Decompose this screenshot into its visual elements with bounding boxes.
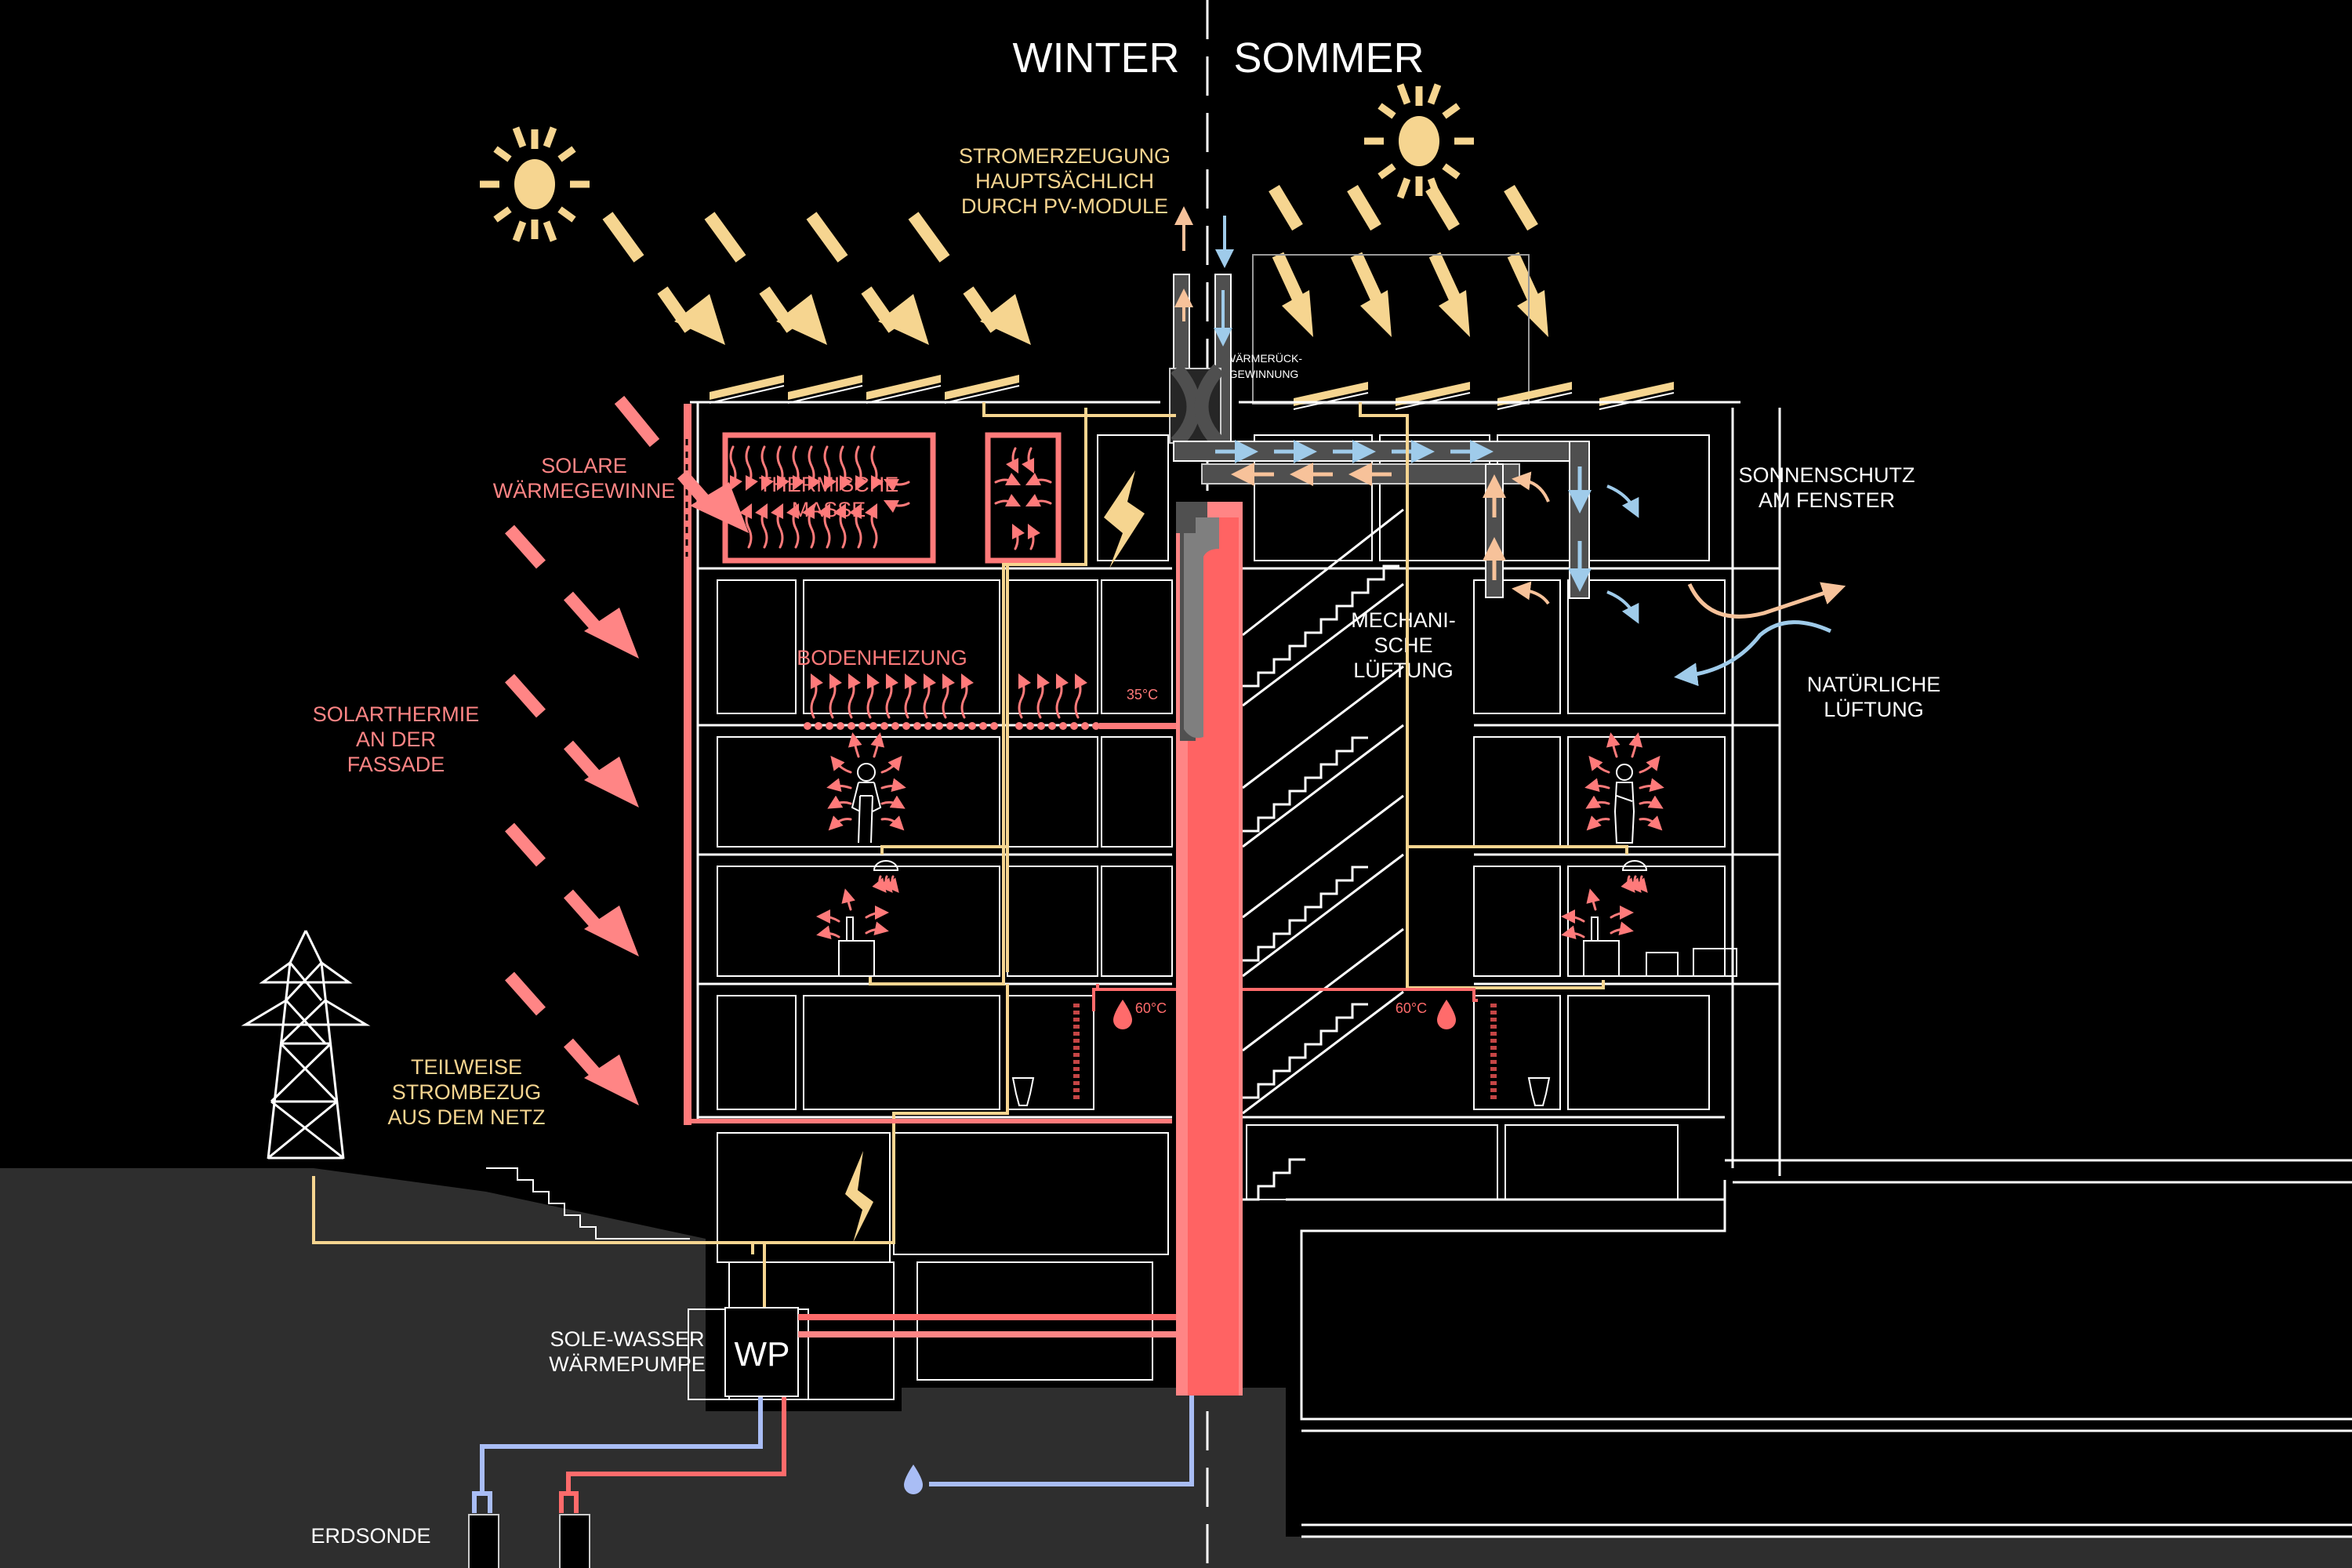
svg-text:LÜFTUNG: LÜFTUNG xyxy=(1353,659,1454,682)
heat-wave-icon xyxy=(729,445,1052,550)
power-pylon-icon xyxy=(241,930,371,1160)
pv-generation-label: STROMERZEUGUNG HAUPTSÄCHLICH DURCH PV-MO… xyxy=(959,144,1171,218)
hot-water-distribution: 60°C 60°C xyxy=(1073,988,1497,1102)
sunray-arrow-icon xyxy=(908,212,1031,345)
solar-thermal-facade-label: SOLARTHERMIE xyxy=(313,702,480,726)
svg-text:WÄRMEGEWINNE: WÄRMEGEWINNE xyxy=(493,479,676,503)
sun-icon xyxy=(1364,83,1474,199)
solar-gain-arrow-icon xyxy=(505,524,639,659)
natural-ventilation-intake-arrow xyxy=(1674,620,1832,687)
ventilation-ducts xyxy=(1169,206,1639,624)
lightning-bolt-icon xyxy=(1104,470,1145,568)
pv-module-icon xyxy=(1293,382,1369,410)
lightning-bolt-icon xyxy=(845,1151,873,1243)
sunray-arrow-icon xyxy=(806,212,929,345)
svg-text:GEWINNUNG: GEWINNUNG xyxy=(1229,368,1299,380)
sun-icon xyxy=(480,126,590,242)
sunray-arrow-icon xyxy=(704,212,827,345)
solar-gains-label: SOLARE xyxy=(541,454,627,477)
hot-water-temperature-right: 60°C xyxy=(1396,1000,1427,1016)
natural-ventilation-label: NATÜRLICHE xyxy=(1807,673,1941,696)
lamp-heat-waves xyxy=(872,875,1648,893)
person-icon xyxy=(851,763,882,844)
floor-heating-temperature: 35°C xyxy=(1127,687,1158,702)
electrical-wiring xyxy=(312,402,1628,1325)
summer-title: SOMMER xyxy=(1234,34,1425,82)
staircase xyxy=(1176,508,1404,1366)
sun-shading-label: SONNENSCHUTZ xyxy=(1738,463,1915,487)
solar-gain-arrow-icon xyxy=(505,971,639,1105)
pv-module-icon xyxy=(1497,382,1573,410)
heat-pump: WP xyxy=(688,1307,1176,1400)
svg-text:DURCH PV-MODULE: DURCH PV-MODULE xyxy=(961,194,1168,218)
ground-probe-icon xyxy=(468,1514,499,1568)
facade-solar-thermal xyxy=(684,404,1172,1125)
appliance-heat-waves xyxy=(816,888,1634,940)
svg-text:SCHE: SCHE xyxy=(1374,633,1432,657)
heat-pump-box-label: WP xyxy=(735,1335,790,1374)
thermal-mass-label: THERMISCHE xyxy=(759,473,899,496)
heat-pump-label: SOLE-WASSER xyxy=(550,1327,704,1351)
central-heat-shaft xyxy=(1176,502,1243,1396)
water-drop-icon xyxy=(1437,1000,1456,1029)
body-heat-waves xyxy=(826,732,1664,831)
ground-probes xyxy=(468,1397,786,1568)
summer-sun-rays xyxy=(1269,184,1548,337)
computer-desk-icon xyxy=(838,916,1737,977)
svg-text:AUS DEM NETZ: AUS DEM NETZ xyxy=(387,1105,545,1129)
ground-probe-label: ERDSONDE xyxy=(310,1524,430,1548)
svg-text:WÄRMEPUMPE: WÄRMEPUMPE xyxy=(549,1352,706,1376)
solar-gain-arrow-icon xyxy=(505,673,639,808)
solar-gain-arrow-icon xyxy=(614,395,749,533)
sunray-arrow-icon xyxy=(602,212,725,345)
pv-module-icon xyxy=(944,375,1020,404)
building-structure xyxy=(486,401,2352,1538)
solar-gain-arrow-icon xyxy=(505,822,639,956)
svg-text:AN DER: AN DER xyxy=(356,728,436,751)
sunray-arrow-icon xyxy=(1425,184,1470,337)
water-drop-icon xyxy=(1113,1000,1132,1029)
pv-module-icon xyxy=(1599,382,1675,410)
svg-text:FASSADE: FASSADE xyxy=(347,753,445,776)
sunray-arrow-icon xyxy=(1347,184,1392,337)
ceiling-lamp-icon xyxy=(873,860,1648,871)
thermal-mass: THERMISCHE MASSE xyxy=(722,432,1062,564)
heat-recovery-label: WÄRMERÜCK- xyxy=(1225,351,1302,365)
pv-module-icon xyxy=(1395,382,1471,410)
water-drop-icon xyxy=(904,1465,923,1494)
sunray-arrow-icon xyxy=(1504,184,1548,337)
svg-text:HAUPTSÄCHLICH: HAUPTSÄCHLICH xyxy=(975,169,1154,193)
svg-text:STROMERZEUGUNG: STROMERZEUGUNG xyxy=(959,144,1171,168)
svg-text:MASSE: MASSE xyxy=(792,498,866,521)
svg-text:LÜFTUNG: LÜFTUNG xyxy=(1824,698,1924,721)
mechanical-ventilation-label: MECHANI- xyxy=(1351,608,1456,632)
grid-power-label: TEILWEISE xyxy=(411,1055,522,1079)
floor-heating-label: BODENHEIZUNG xyxy=(797,646,967,670)
floor-heating: BODENHEIZUNG 35°C xyxy=(797,646,1176,730)
sunray-arrow-icon xyxy=(1269,184,1313,337)
pv-module-icon xyxy=(709,375,785,404)
pv-module-icon xyxy=(787,375,863,404)
svg-text:STROMBEZUG: STROMBEZUG xyxy=(392,1080,542,1104)
natural-ventilation-exhaust-arrow xyxy=(1687,582,1846,619)
pv-module-icon xyxy=(866,375,942,404)
toilet-icon xyxy=(1011,1077,1551,1106)
cold-water-supply xyxy=(904,1396,1194,1494)
ground-probe-icon xyxy=(559,1514,590,1568)
solar-gain-arrows xyxy=(505,395,749,1105)
hot-water-temperature-left: 60°C xyxy=(1135,1000,1167,1016)
heat-recovery-unit-outline xyxy=(1252,254,1530,405)
winter-sun-rays xyxy=(602,212,1031,345)
svg-text:AM FENSTER: AM FENSTER xyxy=(1759,488,1895,512)
person-icon xyxy=(1613,764,1635,844)
winter-title: WINTER xyxy=(1013,34,1180,82)
ground xyxy=(0,1168,2352,1568)
